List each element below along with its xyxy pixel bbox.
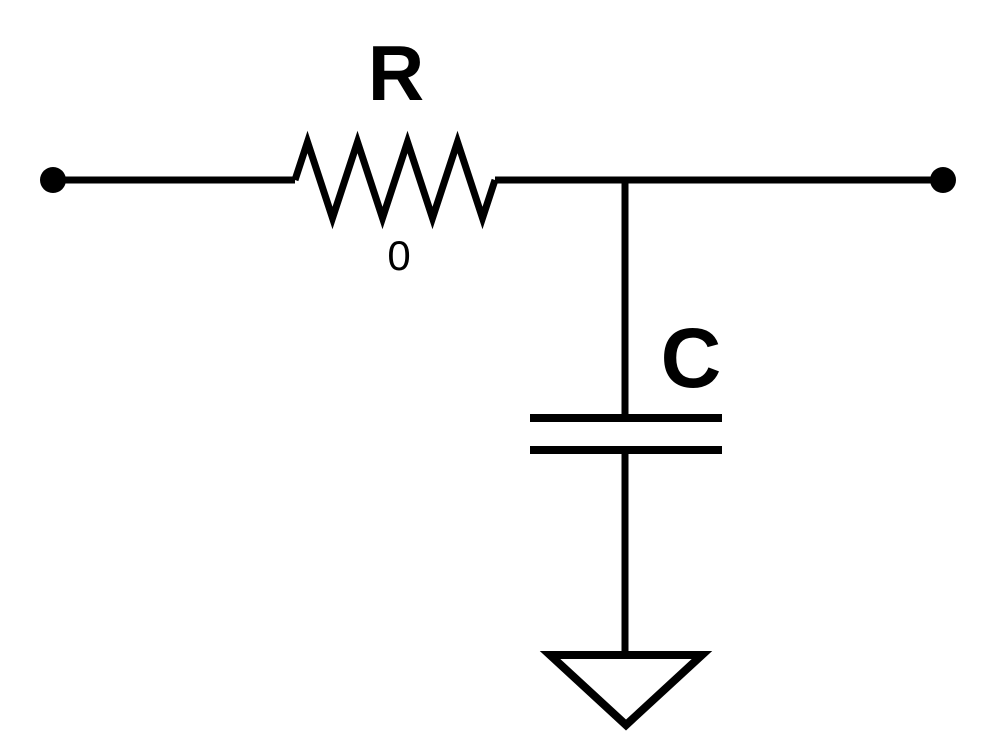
labels: R 0 C [368, 29, 722, 405]
capacitor-icon [530, 414, 722, 454]
resistor-label: R [368, 29, 424, 117]
left-terminal-dot [40, 167, 66, 193]
terminals [40, 167, 956, 193]
right-terminal-dot [930, 167, 956, 193]
resistor-value: 0 [387, 232, 410, 279]
wires [56, 130, 940, 656]
resistor-icon [291, 130, 499, 230]
capacitor-label: C [661, 311, 722, 405]
ground-icon [539, 651, 713, 731]
